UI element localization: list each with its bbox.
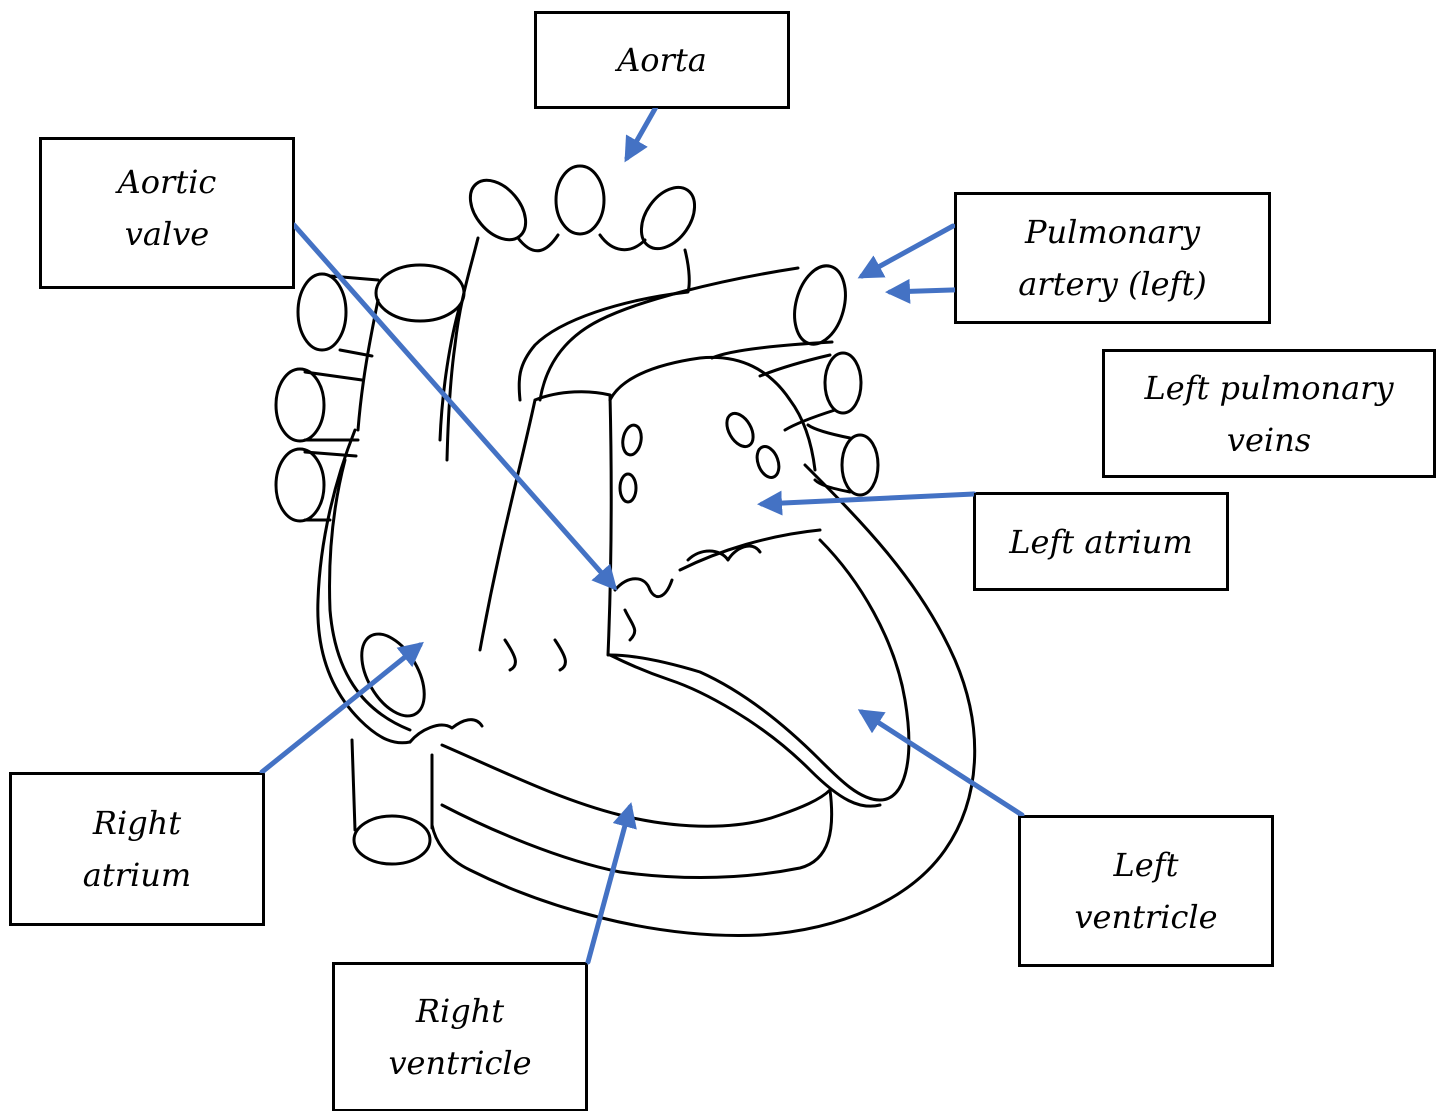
left-atrium-wall (610, 357, 815, 470)
aortic-arch (447, 235, 689, 460)
aorta-label-text: Aorta (617, 34, 707, 86)
aorta-branch-right (630, 178, 705, 259)
right-ventricle-arrow (588, 807, 630, 962)
pulmonary-artery-label-line2: artery (left) (1018, 258, 1207, 310)
right-ventricle-label-line1: Right (416, 985, 504, 1037)
right-ventricle-inner-wall (442, 745, 832, 878)
right-atrium-wall (318, 430, 410, 743)
left-atrium-vein-opening-1 (621, 424, 644, 457)
left-atrium-vein-opening-4 (753, 444, 783, 481)
aortic-valve-label-line1: Aortic (118, 156, 217, 208)
pulmonary-artery-opening (786, 260, 853, 350)
right-atrium-label: Right atrium (10, 773, 264, 925)
left-pulmonary-vein-2 (842, 435, 878, 495)
pulmonary-artery-label-line1: Pulmonary (1025, 206, 1200, 258)
aortic-valve-cusps (505, 579, 672, 670)
pulmonary-trunk-column (480, 392, 611, 655)
inferior-vena-cava (354, 816, 430, 864)
left-ventricle-label: Left ventricle (1019, 816, 1273, 966)
right-pulmonary-vessel-1 (298, 274, 346, 350)
left-atrium-label: Left atrium (974, 493, 1228, 590)
pulmonary-trunk (540, 268, 832, 400)
tricuspid-valve (410, 720, 482, 742)
left-atrium-arrow (762, 494, 974, 504)
right-ventricle-label-line2: ventricle (388, 1037, 531, 1089)
pulmonary-artery-label: Pulmonary artery (left) (955, 193, 1270, 323)
left-ventricle-label-line2: ventricle (1074, 891, 1217, 943)
right-atrium-label-line1: Right (93, 797, 181, 849)
left-ventricle-label-line1: Left (1114, 839, 1179, 891)
superior-vena-cava-top (376, 265, 464, 321)
left-ventricle-inner-wall (610, 540, 909, 800)
left-atrium-vein-opening-2 (620, 474, 636, 502)
aortic-valve-arrow (294, 225, 614, 587)
right-atrium-opening (349, 624, 437, 727)
aorta-branch-left (459, 170, 536, 250)
outer-heart-wall (432, 465, 975, 935)
left-pulmonary-vein-1 (825, 353, 861, 413)
right-atrium-inner (330, 460, 410, 730)
aortic-valve-label: Aortic valve (40, 138, 294, 288)
left-ventricle-outer (680, 530, 820, 570)
septum-wall (610, 655, 880, 806)
left-atrium-label-text: Left atrium (1009, 516, 1192, 568)
aorta-branch-middle (556, 166, 604, 234)
pulmonary-artery-arrow (862, 226, 953, 276)
left-pulmonary-veins-label: Left pulmonary veins (1103, 350, 1435, 477)
left-pulmonary-veins-label-line2: veins (1227, 414, 1311, 466)
aorta-label: Aorta (535, 12, 789, 108)
right-pulmonary-vessel-2 (276, 369, 324, 441)
right-ventricle-label: Right ventricle (333, 963, 587, 1111)
aortic-valve-label-line2: valve (125, 208, 209, 260)
left-pulmonary-veins-label-line1: Left pulmonary (1144, 362, 1393, 414)
right-atrium-label-line2: atrium (83, 849, 191, 901)
left-atrium-vein-opening-3 (721, 409, 758, 451)
right-pulmonary-vessel-3 (276, 449, 324, 521)
